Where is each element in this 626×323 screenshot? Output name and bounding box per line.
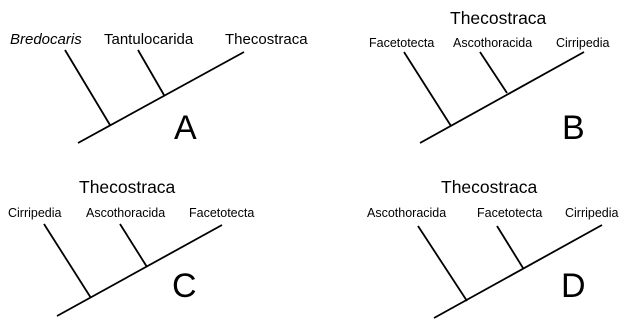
panel-a-taxon-2: Tantulocarida — [104, 31, 194, 48]
panel-c-taxon-3: Facetotecta — [189, 206, 254, 220]
panel-c-group-title: Thecostraca — [79, 177, 176, 197]
panel-a-branch-2 — [137, 49, 165, 96]
panel-c-letter: C — [172, 267, 197, 305]
panel-d-branch-1 — [417, 225, 468, 302]
panel-c-main-branch — [56, 224, 223, 317]
panel-d-group-title: Thecostraca — [441, 177, 538, 197]
panel-c: Thecostraca Cirripedia Ascothoracida Fac… — [8, 177, 254, 317]
panel-b-taxon-1: Facetotecta — [369, 36, 434, 50]
panel-c-taxon-1: Cirripedia — [8, 206, 62, 220]
panel-b-branch-2 — [479, 51, 508, 94]
panel-b: Thecostraca Facetotecta Ascothoracida Ci… — [369, 8, 610, 147]
panel-c-branch-2 — [119, 223, 148, 268]
panel-a: Bredocaris Tantulocarida Thecostraca A — [10, 31, 308, 147]
panel-b-branch-1 — [403, 51, 452, 127]
panel-c-branch-1 — [43, 223, 92, 299]
panel-b-taxon-3: Cirripedia — [556, 36, 610, 50]
panel-d-taxon-1: Ascothoracida — [367, 206, 446, 220]
panel-c-taxon-2: Ascothoracida — [86, 206, 165, 220]
panel-b-letter: B — [562, 109, 585, 147]
panel-a-taxon-3: Thecostraca — [225, 31, 308, 48]
panel-d-main-branch — [433, 224, 603, 319]
panel-a-main-branch — [77, 51, 245, 144]
panel-a-branch-1 — [64, 49, 111, 126]
panel-a-taxon-1: Bredocaris — [10, 31, 82, 48]
panel-d: Thecostraca Ascothoracida Facetotecta Ci… — [367, 177, 619, 319]
panel-b-main-branch — [419, 51, 585, 144]
panel-d-letter: D — [561, 267, 586, 305]
panel-b-group-title: Thecostraca — [450, 8, 547, 28]
panel-a-letter: A — [174, 109, 197, 147]
panel-d-taxon-3: Cirripedia — [565, 206, 619, 220]
panel-b-taxon-2: Ascothoracida — [453, 36, 532, 50]
panel-d-branch-2 — [496, 225, 524, 269]
panel-d-taxon-2: Facetotecta — [477, 206, 542, 220]
